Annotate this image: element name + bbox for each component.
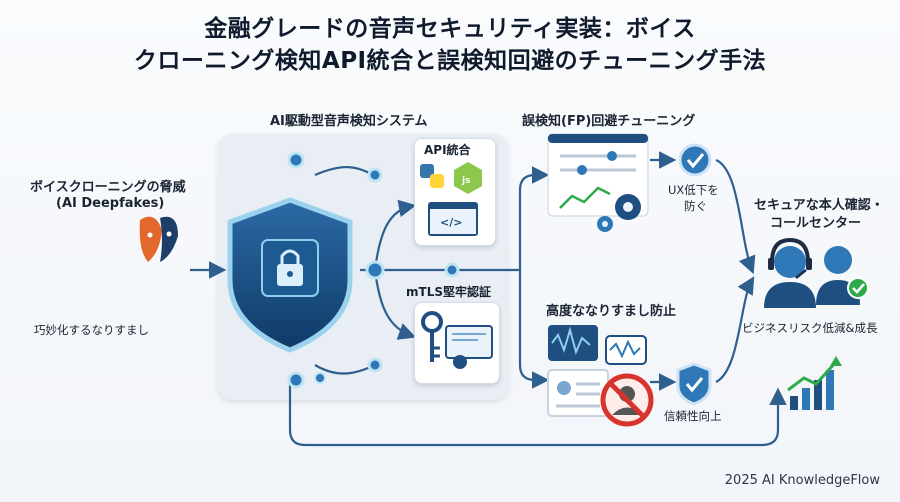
shield-check-icon bbox=[676, 362, 712, 406]
svg-text:</>: </> bbox=[440, 216, 462, 229]
tuning-heading: 誤検知(FP)回避チューニング bbox=[522, 114, 696, 129]
voice-chat-icon bbox=[548, 325, 647, 365]
mtls-card-icons bbox=[421, 311, 493, 369]
api-card-icons: js </> bbox=[420, 162, 482, 236]
prohibited-icon bbox=[600, 373, 654, 427]
ux-label-2: 防ぐ bbox=[684, 199, 707, 213]
ux-label-1: UX低下を bbox=[668, 183, 719, 197]
checkmark-badge-icon bbox=[678, 143, 712, 177]
id-card-icon bbox=[547, 369, 609, 417]
spoof-heading: 高度ななりすまし防止 bbox=[546, 304, 677, 319]
threat-caption: 巧妙化するなりすまし bbox=[34, 323, 149, 337]
system-heading: AI駆動型音声検知システム bbox=[270, 114, 428, 129]
mtls-label: mTLS堅牢認証 bbox=[406, 285, 491, 299]
credit-text: 2025 AI KnowledgeFlow bbox=[724, 473, 880, 488]
mask-icon bbox=[139, 216, 178, 262]
threat-heading-2: (AI Deepfakes) bbox=[56, 196, 165, 211]
threat-heading-1: ボイスクローニングの脅威 bbox=[30, 180, 186, 195]
outcome-heading-1: セキュアな本人確認・ bbox=[754, 198, 884, 213]
growth-chart-icon bbox=[787, 356, 842, 410]
shield-lock-icon bbox=[227, 197, 353, 353]
svg-text:js: js bbox=[461, 176, 470, 186]
growth-label: ビジネスリスク低減&成長 bbox=[742, 321, 878, 335]
trust-label: 信頼性向上 bbox=[664, 409, 722, 423]
gear-icon bbox=[597, 194, 641, 232]
title-line-2: クローニング検知API統合と誤検知回避のチューニング手法 bbox=[133, 48, 767, 74]
waveform-icon bbox=[10, 224, 176, 316]
title-line-1: 金融グレードの音声セキュリティ実装：ボイス bbox=[204, 16, 696, 42]
headset-agent-icon bbox=[764, 237, 816, 308]
verified-check-icon bbox=[847, 277, 869, 299]
outcome-heading-2: コールセンター bbox=[770, 216, 862, 231]
api-label: API統合 bbox=[424, 143, 471, 157]
connector-nodes bbox=[287, 151, 460, 389]
